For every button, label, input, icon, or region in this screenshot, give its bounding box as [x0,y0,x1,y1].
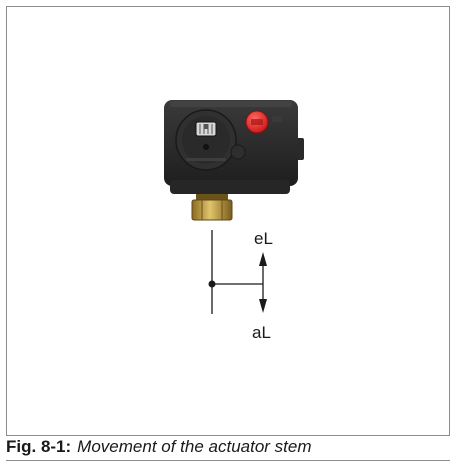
caption-rule [6,460,450,461]
travel-indicator-icon [195,121,217,137]
figure-caption-text: Movement of the actuator stem [77,437,312,456]
figure-caption: Fig. 8-1: Movement of the actuator stem [6,437,312,457]
arrow-up-icon [259,252,267,284]
figure-frame [6,6,450,436]
figure-number: Fig. 8-1: [6,437,72,456]
actuator-device-icon [164,100,304,221]
arrow-down-icon [259,284,267,313]
retract-label: aL [252,323,271,342]
extend-label: eL [254,229,273,248]
handwheel-red-button-icon [245,110,269,134]
